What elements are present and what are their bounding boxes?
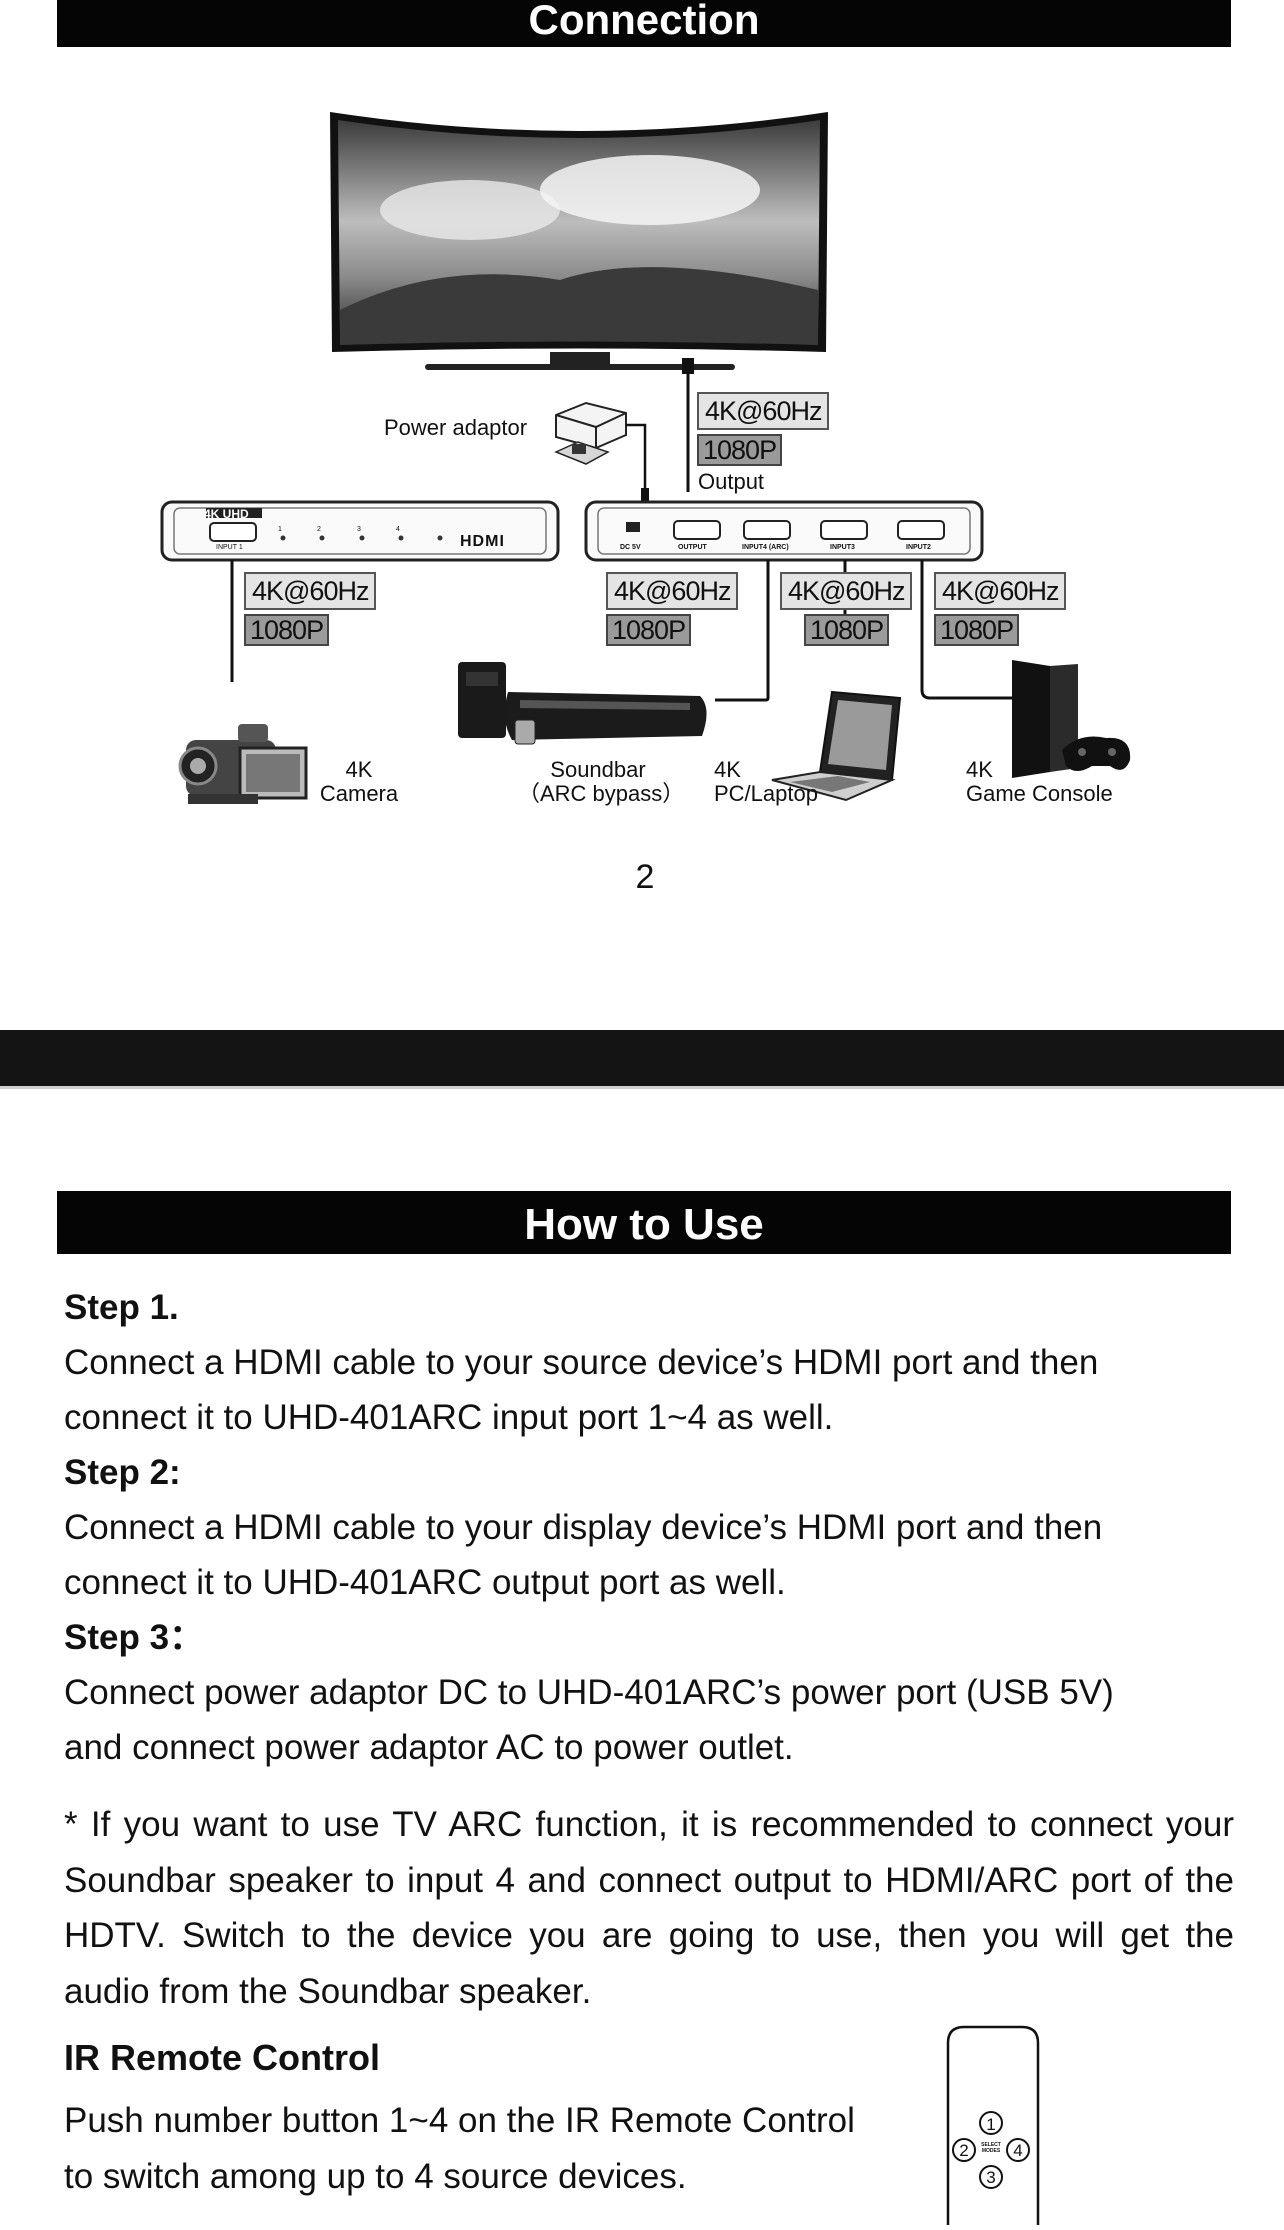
steps: Step 1. Connect a HDMI cable to your sou… <box>64 1280 1234 1775</box>
switch-logo: HDMI <box>460 533 505 550</box>
tv-icon <box>330 112 828 370</box>
camera-icon <box>178 724 308 804</box>
port-input1-label: INPUT 1 <box>216 544 243 551</box>
step2-line1: Connect a HDMI cable to your display dev… <box>64 1508 1103 1547</box>
pc-label: 4K PC/Laptop <box>714 758 818 806</box>
remote-button-4: 4 <box>1006 2138 1030 2162</box>
step3-title: Step 3： <box>64 1618 205 1657</box>
console-label-line2: Game Console <box>966 781 1113 806</box>
output-spec: 4K@60Hz 1080P <box>697 392 830 466</box>
remote-control-icon: 1 2 4 3 SELECT MODES <box>940 2025 1046 2230</box>
port-input4-label: INPUT4 (ARC) <box>742 544 789 551</box>
connection-title-banner: Connection <box>57 0 1231 47</box>
console-label: 4K Game Console <box>966 758 1113 806</box>
page-divider <box>0 1030 1284 1086</box>
power-adaptor-icon <box>554 401 649 502</box>
spec-hz: 4K@60Hz <box>244 572 377 610</box>
soundbar-label: Soundbar （ARC bypass） <box>518 757 684 806</box>
led-number: 4 <box>396 526 400 533</box>
input3-spec: 4K@60Hz 1080P <box>780 572 913 646</box>
port-output-label: OUTPUT <box>678 544 707 551</box>
how-to-use-title: How to Use <box>524 1200 764 1249</box>
step2-line2: connect it to UHD-401ARC output port as … <box>64 1563 786 1602</box>
input2-spec: 4K@60Hz 1080P <box>934 572 1067 646</box>
remote-button-3: 3 <box>979 2165 1003 2189</box>
input1-spec: 4K@60Hz 1080P <box>244 572 377 646</box>
remote-center-label: SELECT MODES <box>981 2142 1001 2154</box>
ir-line2: to switch among up to 4 source devices. <box>64 2157 687 2196</box>
remote-button-1: 1 <box>979 2111 1003 2135</box>
camera-label: 4K Camera <box>318 758 400 806</box>
page-divider-line <box>0 1086 1284 1089</box>
port-input3-label: INPUT3 <box>830 544 855 551</box>
step3-line1: Connect power adaptor DC to UHD-401ARC’s… <box>64 1673 1114 1712</box>
led-number: 2 <box>317 526 321 533</box>
ir-line1: Push number button 1~4 on the IR Remote … <box>64 2101 855 2140</box>
page-number: 2 <box>635 858 655 896</box>
port-dc5v-label: DC 5V <box>620 544 641 551</box>
step2-title: Step 2: <box>64 1453 181 1492</box>
spec-p: 1080P <box>934 614 1020 646</box>
step3-line2: and connect power adaptor AC to power ou… <box>64 1728 794 1767</box>
ir-remote-title: IR Remote Control <box>64 2037 381 2078</box>
spec-p: 1080P <box>606 614 692 646</box>
port-input2-label: INPUT2 <box>906 544 931 551</box>
hdmi-switch-back-icon <box>584 500 984 562</box>
hdmi-switch-front-icon <box>160 500 560 562</box>
camera-label-line1: 4K <box>345 757 373 782</box>
console-label-line1: 4K <box>966 757 993 782</box>
led-number: 1 <box>278 526 282 533</box>
connection-diagram: 4K UHD HDMI INPUT 1 1 2 3 4 DC 5V OUTPUT… <box>0 60 1284 840</box>
spec-hz: 4K@60Hz <box>697 392 830 430</box>
step1-title: Step 1. <box>64 1288 179 1327</box>
soundbar-label-line2: （ARC bypass） <box>518 781 685 806</box>
spec-hz: 4K@60Hz <box>780 572 913 610</box>
spec-p: 1080P <box>697 434 783 466</box>
led-number: 3 <box>357 526 361 533</box>
step1-line2: connect it to UHD-401ARC input port 1~4 … <box>64 1398 834 1437</box>
spec-p: 1080P <box>804 614 890 646</box>
camera-label-line2: Camera <box>319 781 399 806</box>
step1-line1: Connect a HDMI cable to your source devi… <box>64 1343 1099 1382</box>
switch-brand: 4K UHD <box>204 507 249 521</box>
ir-remote-body: Push number button 1~4 on the IR Remote … <box>64 2093 924 2205</box>
output-label: Output <box>698 469 765 494</box>
spec-hz: 4K@60Hz <box>606 572 739 610</box>
remote-button-2: 2 <box>952 2138 976 2162</box>
output-side-spec: 4K@60Hz 1080P <box>606 572 739 646</box>
spec-p: 1080P <box>244 614 330 646</box>
power-adaptor-label: Power adaptor <box>384 415 528 440</box>
arc-note: * If you want to use TV ARC function, it… <box>64 1805 1234 2011</box>
spec-hz: 4K@60Hz <box>934 572 1067 610</box>
pc-label-line1: 4K <box>714 757 741 782</box>
soundbar-icon <box>458 662 707 745</box>
how-to-use-title-banner: How to Use <box>57 1191 1231 1254</box>
pc-label-line2: PC/Laptop <box>714 781 818 806</box>
soundbar-label-line1: Soundbar <box>550 757 646 782</box>
game-console-icon <box>1012 660 1131 778</box>
laptop-icon <box>771 690 902 802</box>
connection-title: Connection <box>528 0 760 43</box>
